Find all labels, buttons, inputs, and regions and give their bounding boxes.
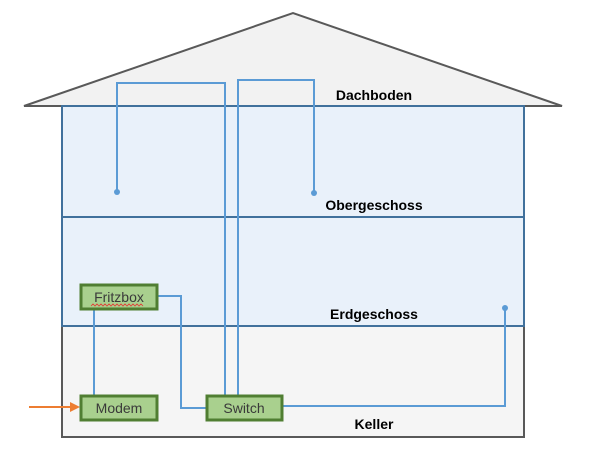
- switch-device: Switch: [205, 394, 284, 422]
- floor-label-ground: Erdgeschoss: [330, 306, 418, 322]
- fritzbox-device: Fritzbox: [79, 283, 159, 311]
- cable-fritzbox-switch: [157, 295, 207, 409]
- switch-label: Switch: [223, 400, 264, 416]
- cables: [93, 79, 506, 409]
- arrow-right-icon: [29, 402, 80, 412]
- floor-label-upper: Obergeschoss: [325, 197, 422, 213]
- outlet-upper-right: [311, 190, 317, 196]
- outlet-upper-left: [114, 189, 120, 195]
- cable-switch-upper-left: [116, 82, 226, 396]
- spellcheck-underline: [90, 303, 144, 307]
- upper-floor: [61, 105, 525, 218]
- floor-label-basement: Keller: [355, 416, 394, 432]
- cable-switch-upper-right: [237, 79, 315, 396]
- cable-switch-ground-right: [282, 308, 506, 407]
- modem-device: Modem: [79, 394, 159, 422]
- roof: [23, 11, 563, 107]
- outlet-ground-right: [502, 305, 508, 311]
- modem-label: Modem: [96, 400, 143, 416]
- fritzbox-label: Fritzbox: [94, 289, 144, 305]
- floor-label-attic: Dachboden: [336, 87, 412, 103]
